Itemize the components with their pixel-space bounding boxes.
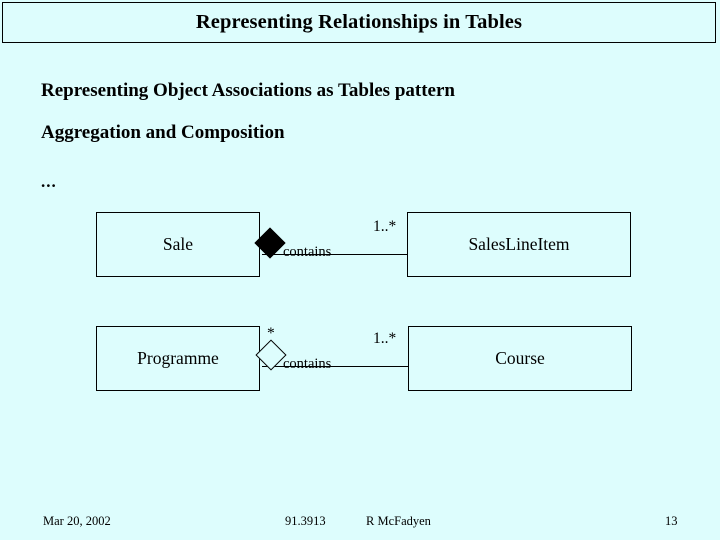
uml-class-name: SalesLineItem [468, 234, 570, 254]
footer-course-code: 91.3913 [285, 514, 326, 528]
uml-multiplicity-target-2: 1..* [373, 330, 397, 347]
uml-association-line-2 [262, 366, 409, 367]
footer-author: R McFadyen [366, 514, 431, 528]
uml-multiplicity-target-1: 1..* [373, 218, 397, 235]
uml-class-box-programme[interactable]: Programme [96, 326, 260, 391]
slide-title-box: Representing Relationships in Tables [2, 2, 716, 43]
footer-page-number: 13 [665, 514, 678, 528]
body-ellipsis: ... [41, 172, 57, 191]
body-heading-pattern: Representing Object Associations as Tabl… [41, 80, 455, 101]
uml-association-line-1 [262, 254, 408, 255]
uml-class-name: Sale [162, 234, 194, 254]
body-heading-aggregation-composition: Aggregation and Composition [41, 122, 285, 143]
uml-association-name-2: contains [283, 356, 332, 372]
uml-class-name: Programme [137, 348, 219, 368]
uml-association-name-1: contains [283, 244, 332, 260]
footer-date: Mar 20, 2002 [43, 514, 111, 528]
uml-multiplicity-source-2: * [267, 325, 275, 342]
uml-class-box-sale[interactable]: Sale [96, 212, 260, 277]
page-title: Representing Relationships in Tables [195, 11, 523, 33]
uml-class-name: Course [495, 348, 545, 368]
uml-class-box-course[interactable]: Course [408, 326, 632, 391]
uml-class-box-saleslineitem[interactable]: SalesLineItem [407, 212, 631, 277]
